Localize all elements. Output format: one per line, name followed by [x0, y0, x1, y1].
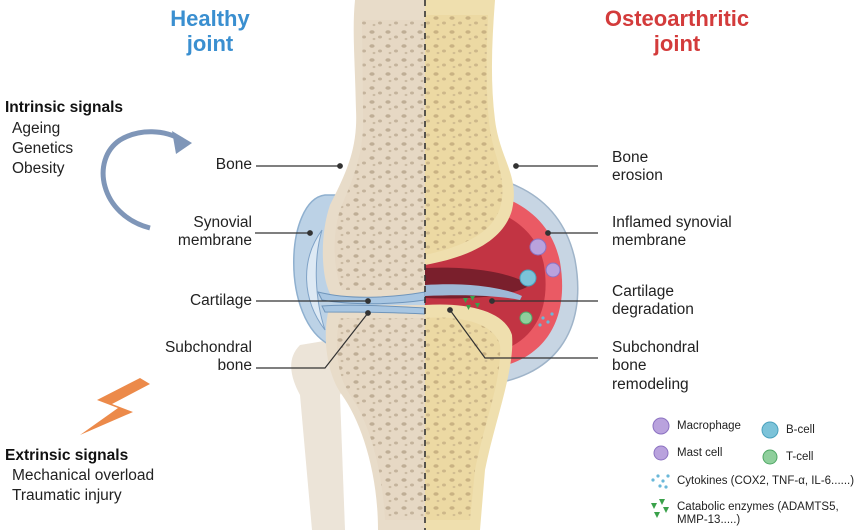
intrinsic-heading: Intrinsic signals — [5, 99, 124, 116]
enzymes-icon — [651, 499, 669, 518]
label-inflamed-synovial-membrane: Inflamed synovial membrane — [612, 214, 732, 250]
bcell-icon — [761, 421, 779, 439]
label-synovial-membrane: Synovial membrane — [177, 214, 252, 250]
lightning-icon — [80, 378, 150, 435]
legend-tcell: T-cell — [786, 451, 814, 463]
label-bone: Bone — [215, 156, 252, 173]
legend-mastcell: Mast cell — [677, 447, 723, 459]
extrinsic-item: Traumatic injury — [12, 487, 122, 504]
left-leader-lines — [255, 163, 371, 369]
extrinsic-heading: Extrinsic signals — [5, 447, 129, 464]
fibula-bone — [291, 340, 346, 530]
label-bone-erosion: Bone erosion — [612, 149, 663, 185]
legend-macrophage: Macrophage — [677, 420, 741, 432]
healthy-title: Healthy joint — [170, 6, 250, 57]
tcell-icon — [762, 449, 778, 465]
extrinsic-item: Mechanical overload — [12, 467, 155, 484]
oa-title: Osteoarthritic joint — [604, 6, 750, 57]
cytokines-icon — [651, 474, 670, 489]
oa-half — [425, 0, 579, 530]
macrophage-icon — [652, 417, 670, 435]
label-cartilage-degradation: Cartilage degradation — [612, 283, 694, 319]
intrinsic-item: Ageing — [12, 120, 61, 137]
right-leader-lines — [447, 163, 598, 359]
legend-cytokines: Cytokines (COX2, TNF-α, IL-6......) — [677, 475, 855, 487]
label-subchondral-bone: Subchondral bone — [164, 339, 252, 375]
label-cartilage: Cartilage — [189, 292, 252, 309]
intrinsic-item: Obesity — [12, 160, 65, 177]
label-subchondral-bone-remodeling: Subchondral bone remodeling — [612, 339, 700, 393]
intrinsic-item: Genetics — [12, 140, 74, 157]
circular-arrow — [100, 129, 184, 231]
healthy-half — [293, 0, 425, 530]
legend-enzymes: Catabolic enzymes (ADAMTS5, MMP-13.....) — [677, 501, 839, 526]
legend-icons — [651, 417, 779, 518]
mastcell-icon — [653, 445, 669, 461]
legend-bcell: B-cell — [786, 424, 815, 436]
